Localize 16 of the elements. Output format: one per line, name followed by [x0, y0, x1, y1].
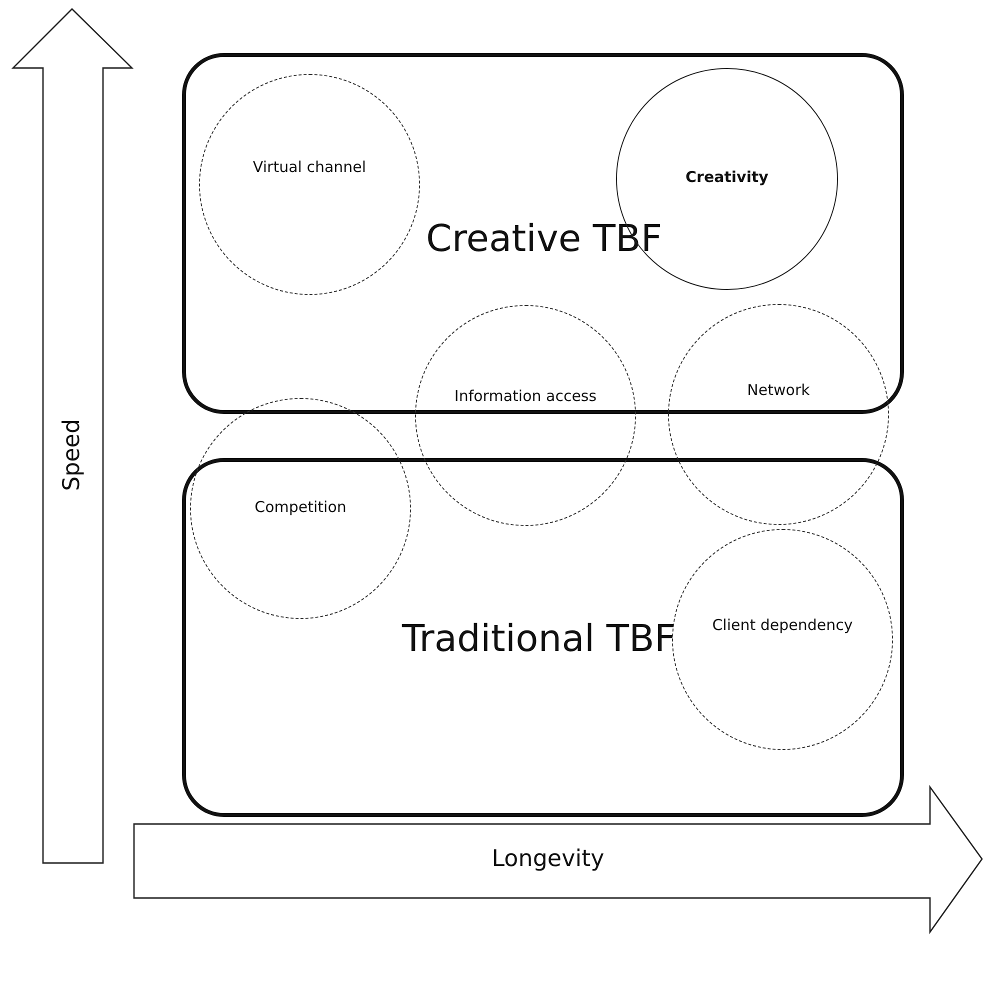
- dashed-circle: [415, 305, 636, 526]
- circle-label: Client dependency: [711, 615, 854, 636]
- circle-label: Network: [746, 380, 811, 401]
- axis-label: Longevity: [492, 846, 604, 872]
- dashed-circle: [672, 529, 893, 750]
- dashed-circle: [190, 398, 411, 619]
- circle-label: Information access: [453, 386, 598, 407]
- circle-label: Virtual channel: [252, 157, 368, 178]
- circle-label: Creativity: [684, 167, 770, 188]
- group-title: Traditional TBF: [402, 617, 676, 660]
- circle-label: Competition: [254, 497, 348, 518]
- group-box: [182, 53, 904, 414]
- dashed-circle: [668, 304, 889, 525]
- group-box: [182, 458, 904, 817]
- dashed-circle: [199, 74, 420, 295]
- axis-label: Speed: [59, 418, 85, 492]
